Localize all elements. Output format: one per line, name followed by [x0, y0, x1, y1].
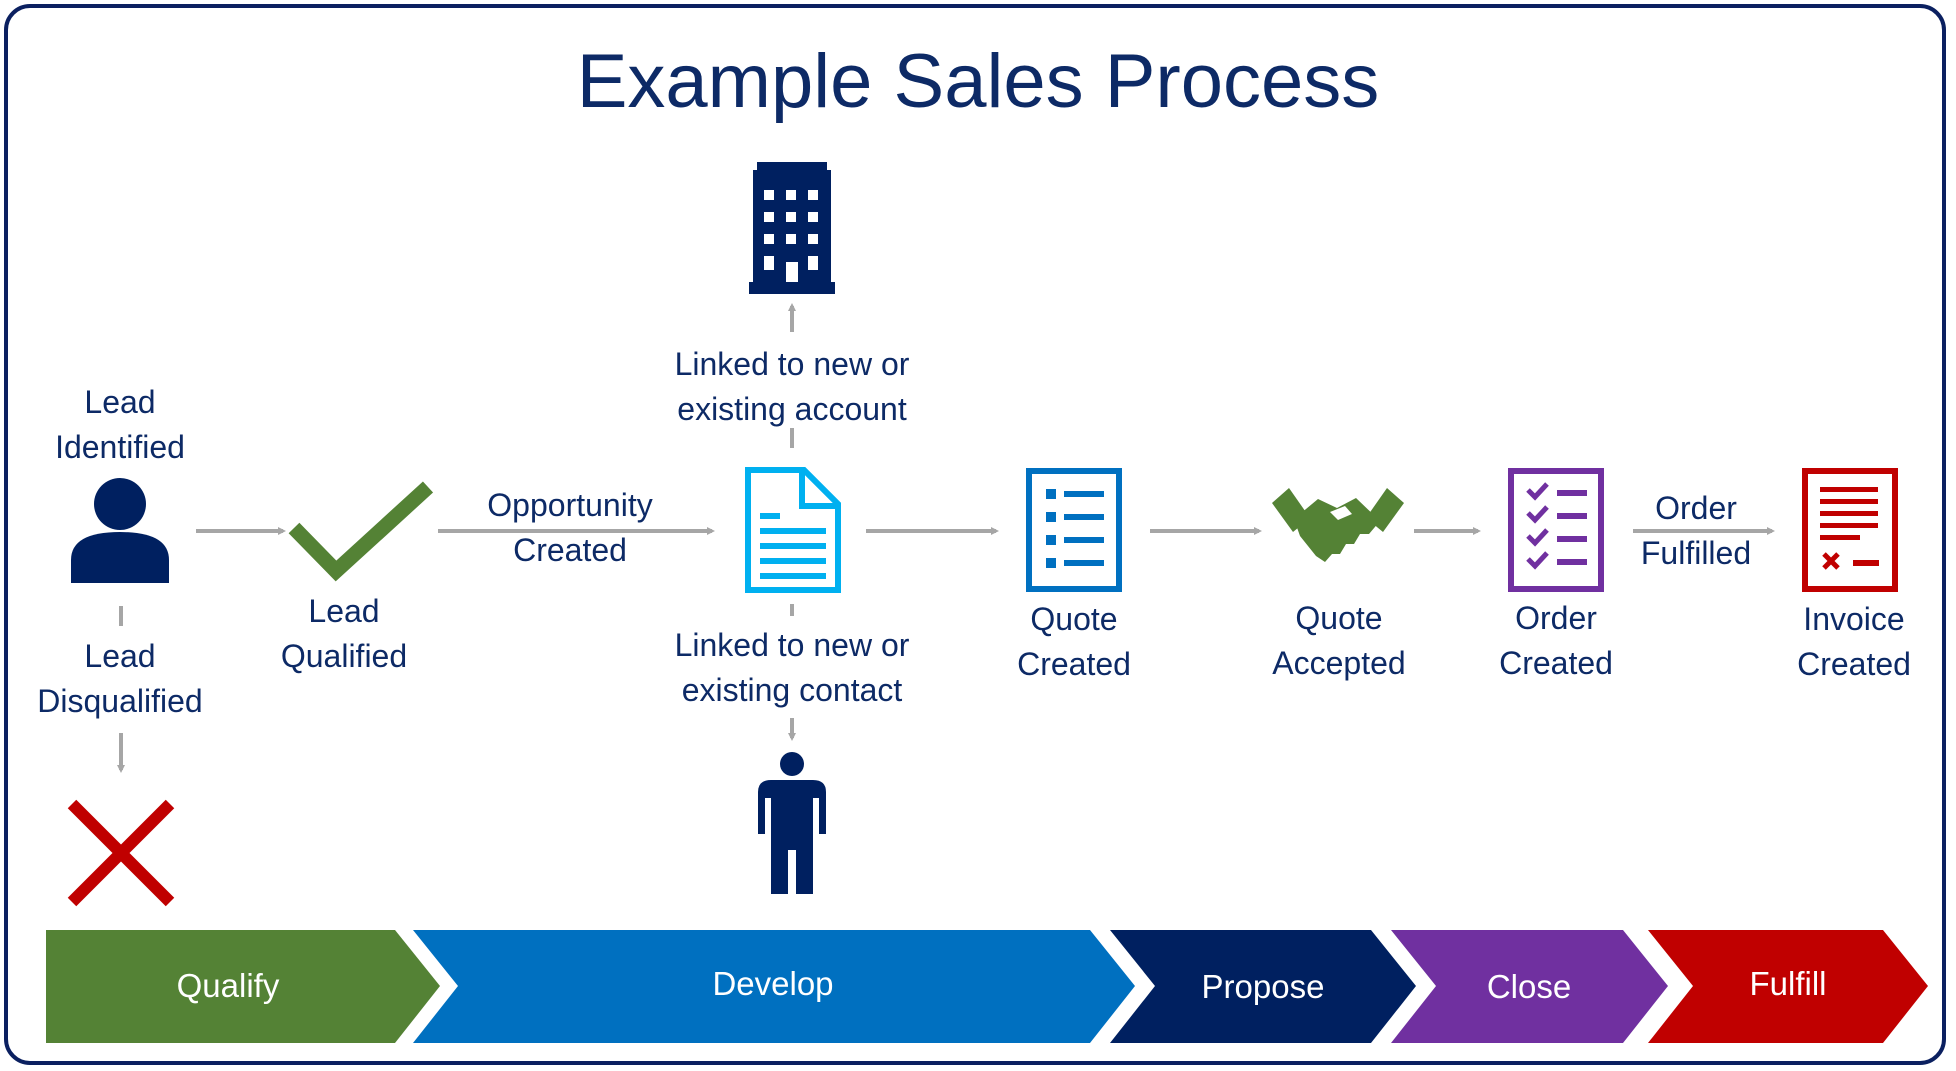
label-order-fulfilled: Order Fulfilled: [1640, 490, 1752, 571]
checklist-icon: [1508, 468, 1604, 592]
diagram-frame: [4, 4, 1946, 1065]
stage-chevron-develop: [413, 930, 1135, 1043]
label-linked-contact: Linked to new or existing contact: [674, 627, 910, 708]
label-order-created: Order Created: [1499, 600, 1613, 681]
handshake-icon: [1272, 488, 1404, 562]
document-icon: [745, 467, 841, 593]
label-lead-disqualified: Lead Disqualified: [37, 638, 203, 719]
stage-label-propose: Propose: [1201, 968, 1325, 1005]
diagram-title: Example Sales Process: [576, 39, 1380, 124]
label-lead-qualified: Lead Qualified: [280, 593, 408, 674]
standing-person-icon: [758, 752, 826, 894]
stage-label-develop: Develop: [712, 965, 834, 1002]
invoice-icon: [1802, 468, 1898, 592]
check-icon: [288, 481, 434, 582]
label-invoice-created: Invoice Created: [1797, 601, 1911, 682]
person-icon: [71, 478, 169, 583]
building-icon: [749, 162, 835, 294]
label-quote-created: Quote Created: [1017, 601, 1131, 682]
stage-chevron-propose: [1110, 930, 1416, 1043]
label-opportunity-created: Opportunity Created: [487, 487, 653, 568]
connectors: [117, 303, 1775, 773]
stage-label-qualify: Qualify: [176, 967, 280, 1004]
stage-chevron-close: [1391, 930, 1668, 1043]
quote-list-icon: [1026, 468, 1122, 592]
stage-label-close: Close: [1486, 968, 1572, 1005]
label-quote-accepted: Quote Accepted: [1272, 600, 1406, 681]
x-icon: [67, 799, 175, 907]
stage-chevron-qualify: [46, 930, 440, 1043]
stage-chevron-fulfill: [1648, 930, 1928, 1043]
label-linked-account: Linked to new or existing account: [674, 346, 910, 427]
label-lead-identified: Lead Identified: [55, 384, 185, 465]
stage-label-fulfill: Fulfill: [1749, 965, 1827, 1002]
